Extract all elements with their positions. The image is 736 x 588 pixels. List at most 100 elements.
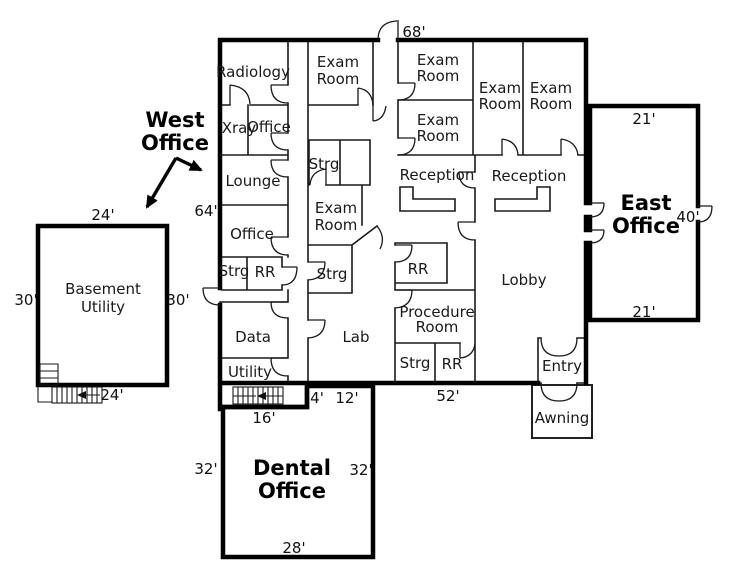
dim-basement-top: 24'	[91, 206, 114, 224]
basement-utility-label-line2: Utility	[81, 298, 125, 316]
doors	[202, 20, 713, 402]
dim-basement-bottom: 24'	[100, 386, 123, 404]
door-arc	[357, 87, 374, 106]
dental-office-outline	[220, 383, 376, 560]
room-label-procedure-2: Room	[416, 318, 459, 336]
door-arc	[270, 84, 289, 104]
room-label-office-mid: Office	[230, 225, 274, 243]
interior-walls	[219, 39, 593, 439]
door-arc	[309, 168, 327, 186]
dim-dental-top: 12'	[335, 389, 358, 407]
door-arc	[270, 236, 289, 256]
door-arc	[394, 289, 413, 309]
west-office-arrow-right	[175, 156, 203, 172]
door-arc	[377, 20, 399, 41]
awning-outline	[531, 384, 593, 439]
dim-main-left: 64'	[194, 202, 217, 220]
door-arc	[697, 205, 713, 223]
reception-desk-left	[399, 186, 456, 212]
door-arc	[376, 225, 384, 250]
door-arc	[397, 82, 416, 101]
door-arc	[540, 337, 560, 357]
door-arc	[394, 244, 413, 263]
entry-walls	[537, 337, 587, 384]
dim-dental-bottom: 28'	[282, 539, 305, 557]
door-arc	[589, 202, 605, 218]
room-label-exam-mid-1: Exam	[315, 199, 357, 217]
room-label-strg-bottom: Strg	[400, 354, 431, 372]
room-label-exam-top-mid-2: Room	[317, 70, 360, 88]
door-arc	[558, 337, 578, 357]
room-label-exam-a1-2: Room	[417, 67, 460, 85]
room-label-exam-b-1: Exam	[479, 79, 521, 97]
exterior-walls	[35, 37, 701, 560]
door-arc	[270, 132, 289, 151]
room-label-lobby: Lobby	[501, 271, 546, 289]
door-arc	[501, 138, 519, 156]
dim-basement-left: 30'	[14, 291, 37, 309]
west-office-title-line1: West	[145, 108, 204, 132]
room-label-exam-mid-2: Room	[315, 216, 358, 234]
room-label-reception-left: Reception	[400, 166, 475, 184]
door-arc	[270, 357, 289, 377]
dim-dental-left: 32'	[194, 460, 217, 478]
room-label-lounge: Lounge	[225, 172, 280, 190]
room-label-strg-upper: Strg	[309, 155, 340, 173]
west-office-arrows	[145, 156, 203, 209]
east-office-title-line1: East	[620, 191, 671, 215]
reception-desk-right	[494, 186, 551, 212]
east-office-title-line2: Office	[612, 214, 680, 238]
basement-stair-bracket	[37, 387, 52, 403]
dental-office-title-line1: Dental	[253, 456, 331, 480]
door-arc	[560, 138, 579, 156]
dim-stair-bay: 16'	[252, 409, 275, 427]
room-label-lab: Lab	[342, 328, 369, 346]
dim-east-top: 21'	[632, 110, 655, 128]
room-label-exam-top-mid-1: Exam	[317, 53, 359, 71]
door-arc	[589, 229, 605, 244]
room-label-rr-west: RR	[255, 263, 276, 281]
basement-interior-steps	[39, 363, 59, 386]
room-label-reception-right: Reception	[492, 167, 567, 185]
door-arc	[270, 301, 289, 319]
door-arc	[540, 382, 560, 402]
door-arc	[229, 84, 251, 105]
door-arc	[307, 319, 326, 339]
room-label-exam-a1-1: Exam	[417, 51, 459, 69]
right-section-walls	[394, 39, 587, 384]
basement-utility-outline	[35, 223, 170, 388]
door-arc	[458, 171, 476, 189]
door-arc	[307, 261, 326, 281]
door-arc	[558, 382, 578, 402]
middle-column-walls	[307, 39, 379, 384]
room-label-utility: Utility	[228, 363, 272, 381]
dim-dental-offset: 4'	[310, 389, 324, 407]
dental-office-title-line2: Office	[258, 479, 326, 503]
room-label-exam-a2-1: Exam	[417, 111, 459, 129]
east-office-outline	[587, 103, 701, 323]
room-label-strg-mid: Strg	[317, 265, 348, 283]
stairs	[37, 363, 284, 405]
room-label-awning: Awning	[535, 409, 590, 427]
dim-east-bottom: 21'	[632, 303, 655, 321]
dim-basement-right: 30'	[166, 291, 189, 309]
room-label-exam-b-2: Room	[479, 95, 522, 113]
door-arc	[270, 159, 289, 178]
labels: West Office East Office Dental Office Ba…	[14, 23, 699, 557]
room-label-procedure-1: Procedure	[399, 303, 474, 321]
room-label-exam-c-1: Exam	[530, 79, 572, 97]
room-label-radiology: Radiology	[216, 63, 290, 81]
dim-east-right: 40'	[676, 208, 699, 226]
door-arc	[202, 287, 221, 306]
dim-main-top: 68'	[402, 23, 425, 41]
basement-utility-label-line1: Basement	[65, 280, 141, 298]
door-arc	[459, 343, 476, 359]
dim-main-bottom: 52'	[436, 387, 459, 405]
west-office-arrow-left	[145, 157, 178, 209]
room-label-strg-west: Strg	[219, 262, 250, 280]
room-label-exam-a2-2: Room	[417, 127, 460, 145]
west-office-title-line2: Office	[141, 131, 209, 155]
